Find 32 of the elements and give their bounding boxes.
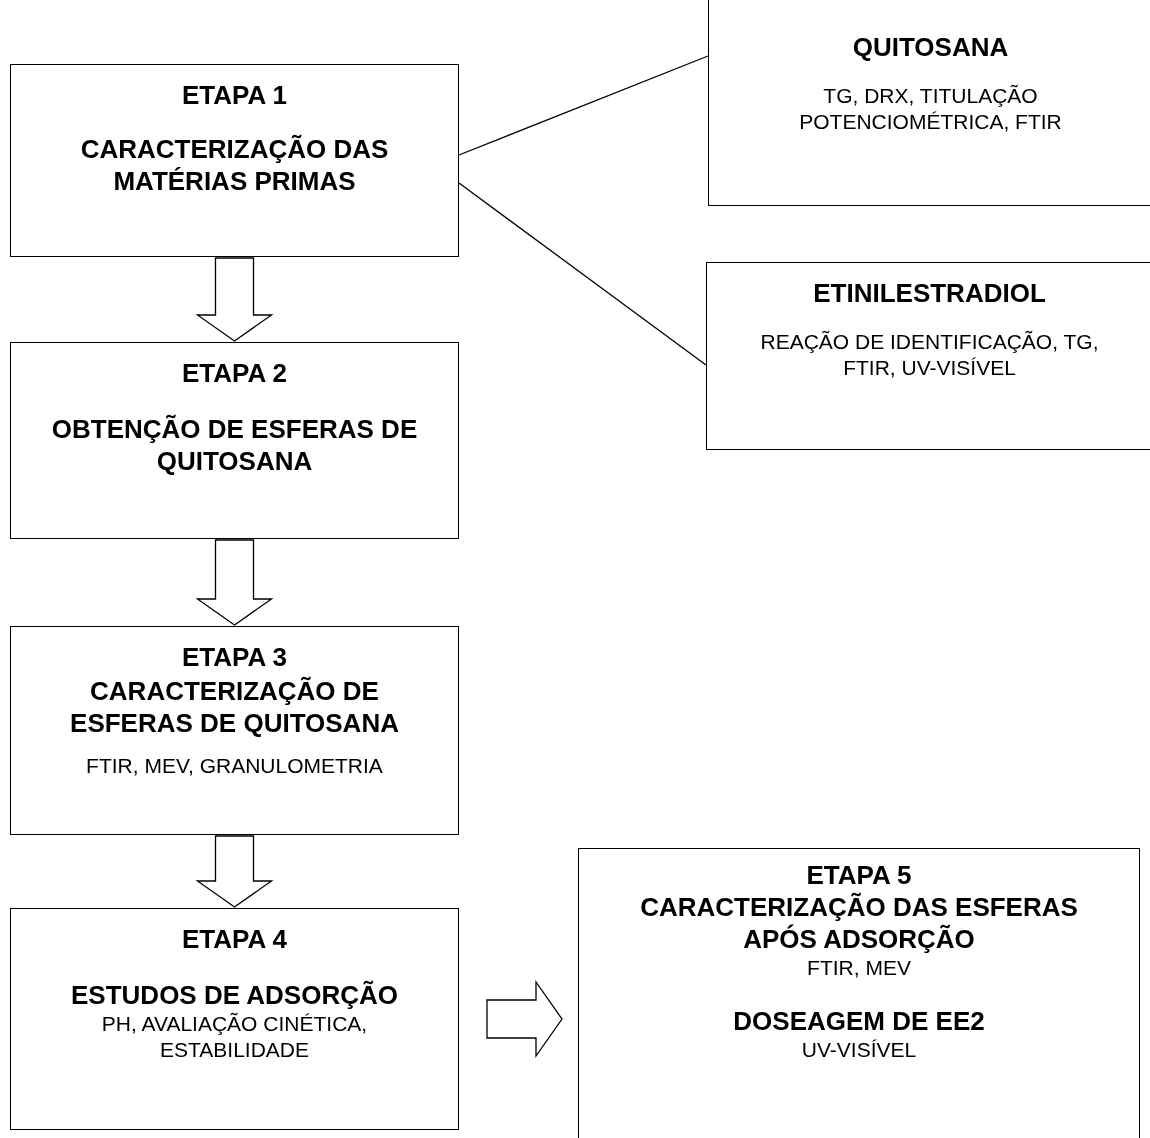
process-box: [10, 908, 459, 1130]
step-heading: ESTUDOS DE ADSORÇÃO: [71, 979, 398, 1011]
process-box: [706, 262, 1150, 450]
step-title: ETAPA 4: [182, 923, 287, 955]
step-heading: CARACTERIZAÇÃO DAS MATÉRIAS PRIMAS: [79, 133, 390, 197]
step-heading: OBTENÇÃO DE ESFERAS DE QUITOSANA: [50, 413, 419, 477]
process-box: [708, 0, 1150, 206]
process-box: [10, 626, 459, 835]
step-heading: CARACTERIZAÇÃO DE ESFERAS DE QUITOSANA: [69, 675, 400, 739]
step-title: ETAPA 5: [806, 859, 912, 891]
connector-line: [458, 55, 709, 156]
method-list: PH, AVALIAÇÃO CINÉTICA, ESTABILIDADE: [69, 1011, 400, 1063]
block-arrow: [486, 979, 563, 1059]
connector-line: [458, 182, 707, 366]
block-arrow: [195, 835, 274, 908]
method-list: UV-VISÍVEL: [801, 1037, 917, 1063]
step-title: ETAPA 2: [182, 357, 287, 389]
step-heading: DOSEAGEM DE EE2: [733, 1005, 985, 1037]
step-title: ETAPA 1: [182, 79, 287, 111]
block-arrow: [195, 257, 274, 342]
process-box: [10, 64, 459, 257]
step-heading: CARACTERIZAÇÃO DAS ESFERAS APÓS ADSORÇÃO: [639, 891, 1079, 955]
step-title: ETINILESTRADIOL: [813, 277, 1046, 309]
step-title: QUITOSANA: [852, 31, 1009, 63]
method-list: FTIR, MEV, GRANULOMETRIA: [86, 753, 383, 779]
method-list: TG, DRX, TITULAÇÃO POTENCIOMÉTRICA, FTIR: [765, 83, 1096, 135]
process-box: [10, 342, 459, 539]
method-list: FTIR, MEV: [807, 955, 911, 981]
block-arrow: [195, 539, 274, 626]
method-list: REAÇÃO DE IDENTIFICAÇÃO, TG, FTIR, UV-VISÍVEL: [754, 329, 1105, 381]
process-box: [578, 848, 1140, 1138]
step-title: ETAPA 3: [182, 641, 287, 673]
